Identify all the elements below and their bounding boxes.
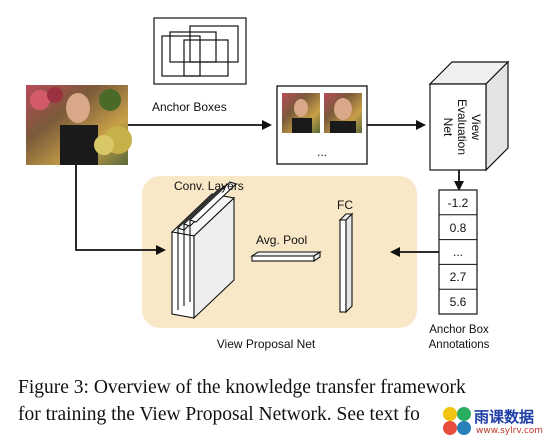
figure-caption: Figure 3: Overview of the knowledge tran…	[18, 374, 548, 428]
view-evaluation-net: View Evaluation Net	[428, 60, 510, 172]
avg-pool-label: Avg. Pool	[256, 233, 307, 247]
watermark-logo-icon	[443, 407, 471, 435]
arrow-photo-to-conv	[75, 165, 166, 255]
score-value: ...	[453, 245, 463, 259]
annotations-label-line1: Anchor Box	[429, 324, 489, 336]
eval-net-label-line2: Evaluation	[455, 99, 469, 155]
score-value: 2.7	[450, 270, 467, 284]
anchor-boxes-label: Anchor Boxes	[152, 100, 227, 114]
score-value: 0.8	[450, 221, 467, 235]
annotations-label-line2: Annotations	[429, 339, 490, 351]
score-value: -1.2	[448, 196, 469, 210]
watermark: 雨课数据 www.sylrv.com	[440, 400, 555, 444]
eval-net-label-line3: Net	[441, 118, 455, 137]
crops-box: ...	[276, 85, 368, 165]
conv-layers-label: Conv. Layers	[174, 179, 244, 193]
input-photo	[26, 85, 132, 165]
crop-image-1	[282, 93, 320, 133]
view-proposal-label: View Proposal Net	[217, 337, 316, 351]
fc-bar	[338, 212, 354, 314]
conv-layers-stack	[170, 181, 238, 320]
watermark-text: 雨课数据	[474, 408, 535, 426]
watermark-url: www.sylrv.com	[476, 426, 544, 436]
fc-label: FC	[337, 198, 353, 212]
caption-line-1: Figure 3: Overview of the knowledge tran…	[18, 377, 466, 398]
crops-ellipsis: ...	[317, 145, 327, 159]
caption-line-2: for training the View Proposal Network. …	[18, 404, 420, 425]
eval-net-label-line1: View	[469, 114, 483, 140]
score-value: 5.6	[450, 295, 467, 309]
score-column: -1.2 0.8 ... 2.7 5.6	[438, 189, 478, 315]
anchor-boxes-icon	[153, 17, 247, 85]
crop-image-2	[324, 93, 362, 133]
avg-pool-bar	[250, 250, 322, 263]
